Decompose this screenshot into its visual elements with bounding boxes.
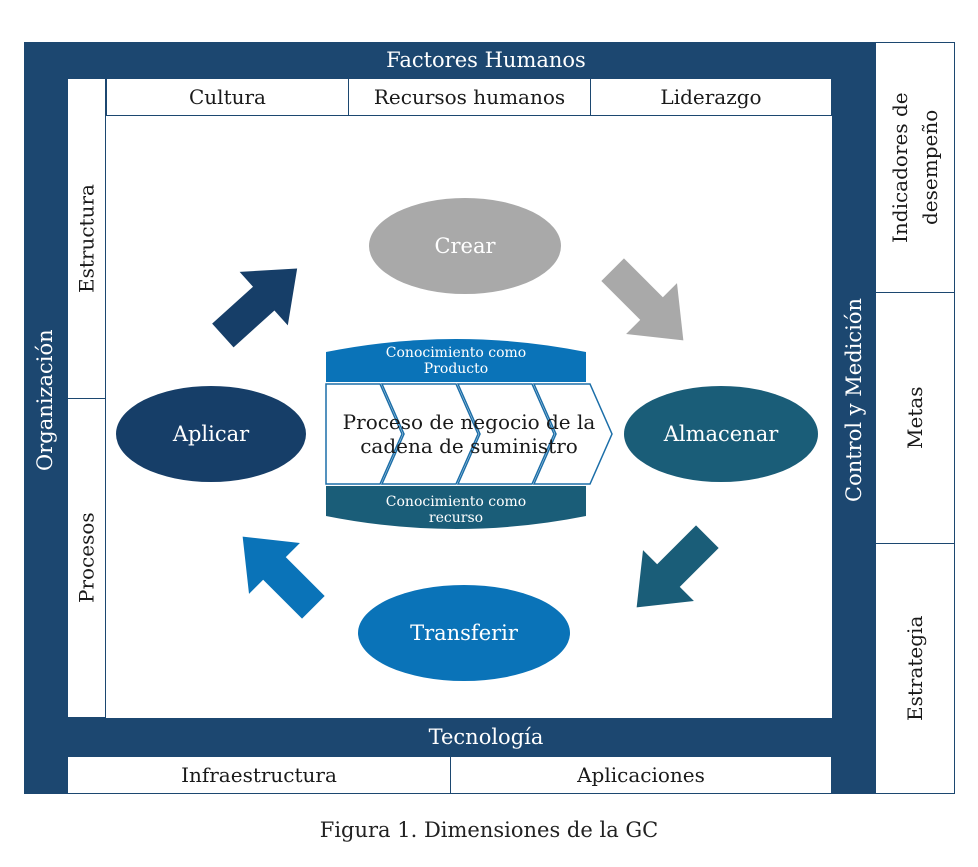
arrow-transferir-to-aplicar-icon [242,536,325,619]
figure-caption: Figura 1. Dimensiones de la GC [319,818,659,842]
top-banner-shape [326,339,586,382]
bottom-banner-shape [326,486,586,529]
crear-node: Crear [369,198,561,294]
bottom-cell-infraestructura: Infraestructura [67,756,451,794]
bottom-cell-aplicaciones: Aplicaciones [450,756,832,794]
transferir-node: Transferir [358,585,570,681]
top-frame-label: Factores Humanos [386,48,586,72]
top-banner-text: Conocimiento como Producto [385,345,527,377]
process-text: Proceso de negocio de la cadena de sumin… [342,410,596,458]
almacenar-node: Almacenar [624,386,818,482]
bottom-frame-label: Tecnología [428,725,544,749]
top-cell-cultura: Cultura [106,78,349,116]
arrow-crear-to-almacenar-icon [601,258,684,341]
aplicar-node: Aplicar [116,386,306,482]
bottom-banner-text: Conocimiento como recurso [385,494,527,526]
arrow-aplicar-to-crear-icon [212,268,298,348]
top-cell-liderazgo: Liderazgo [590,78,832,116]
arrow-almacenar-to-transferir-icon [636,525,719,608]
process-chevrons [325,383,613,485]
